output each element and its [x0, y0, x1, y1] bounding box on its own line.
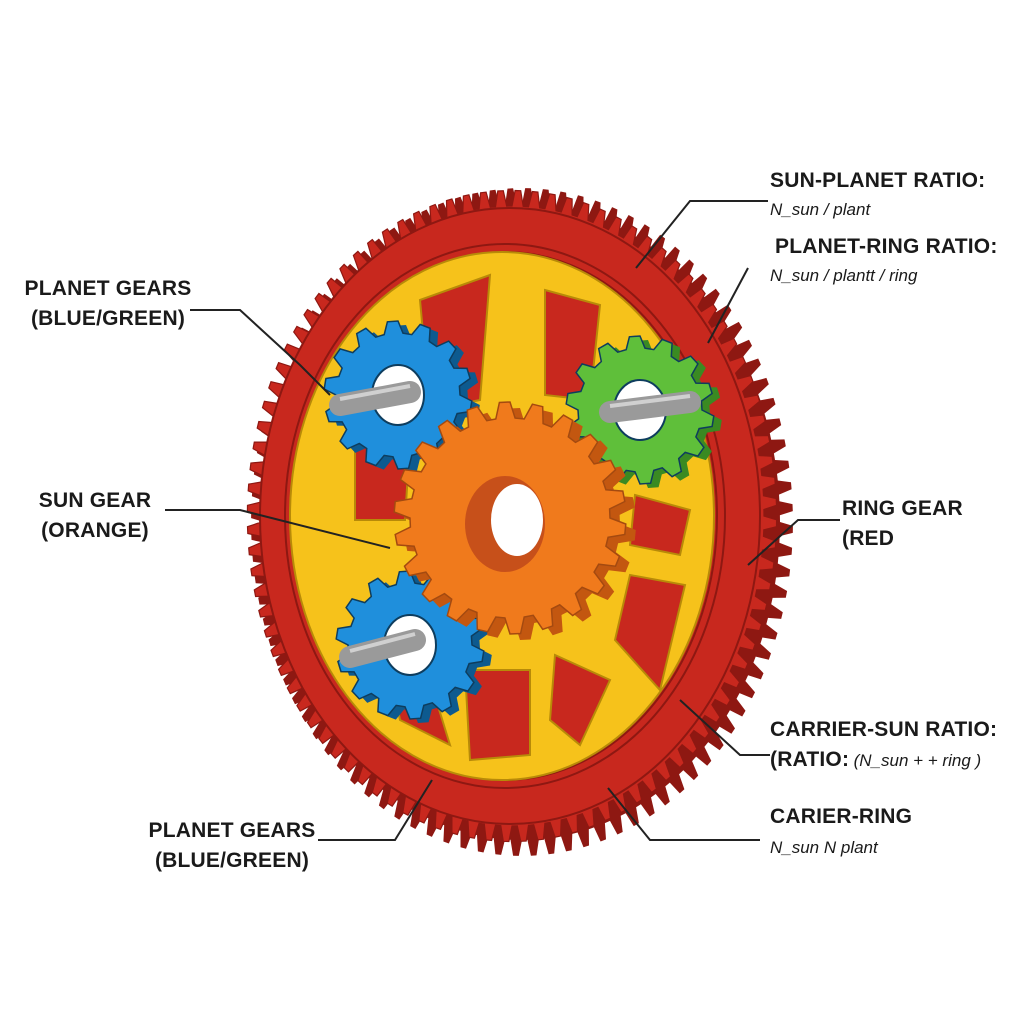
planet-ring-ratio-title: PLANET-RING RATIO:	[775, 235, 998, 258]
sun-gear	[393, 401, 636, 640]
planet-gears-bottom-line1: PLANET GEARS	[148, 819, 316, 842]
leader-planet-bottom	[318, 779, 433, 841]
carrier-sun-ratio-title: CARRIER-SUN RATIO:	[770, 718, 998, 741]
axle-highlight	[609, 394, 691, 408]
leader-planet-top	[190, 309, 331, 396]
ring-gear-label: RING GEAR (RED	[842, 494, 963, 554]
planet-gears-top-label: PLANET GEARS (BLUE/GREEN)	[18, 274, 198, 334]
planet-ring-ratio-formula: N_sun / plantt / ring	[770, 266, 918, 285]
sun-planet-ratio-formula: N_sun / plant	[770, 200, 871, 219]
leader-sun	[165, 509, 391, 549]
leader-sun-planet-ratio	[635, 200, 768, 269]
carrier-sun-ratio-formula: (N_sun + + ring )	[853, 751, 982, 770]
sun-gear-label: SUN GEAR (ORANGE)	[30, 486, 160, 546]
axle-shaft	[339, 629, 426, 668]
leader-carrier-sun	[679, 699, 770, 756]
axle-highlight	[349, 632, 416, 653]
planet-gears-bottom-line2: (BLUE/GREEN)	[154, 849, 310, 872]
axle-highlight	[339, 384, 411, 401]
sun-gear-line2: (ORANGE)	[41, 519, 149, 542]
ring-gear-inner-rim	[284, 243, 726, 789]
leader-ring-gear	[747, 519, 840, 566]
carrier-ring-formula: N_sun N plant	[770, 838, 878, 857]
carrier-sun-ratio-prefix: (RATIO:	[770, 748, 850, 771]
planet-gears-bottom-label: PLANET GEARS (BLUE/GREEN)	[142, 816, 322, 876]
carrier-sun-ratio-line: (RATIO: (N_sun + + ring )	[770, 745, 981, 775]
ring-gear-line2: (RED	[842, 527, 895, 550]
planet-gears-top-line2: (BLUE/GREEN)	[30, 307, 186, 330]
sun-gear-line1: SUN GEAR	[38, 489, 152, 512]
carrier-ring-title: CARIER-RING	[770, 805, 913, 828]
axle-shaft	[599, 391, 701, 423]
sun-gear-bore-hole	[491, 484, 543, 556]
planet-gears-top-line1: PLANET GEARS	[24, 277, 192, 300]
axle-shaft	[329, 381, 421, 416]
leader-planet-ring-ratio	[707, 267, 749, 344]
ring-gear-line1: RING GEAR	[842, 497, 963, 520]
leader-carrier-ring	[607, 787, 760, 841]
sun-planet-ratio-title: SUN-PLANET RATIO:	[770, 169, 986, 192]
